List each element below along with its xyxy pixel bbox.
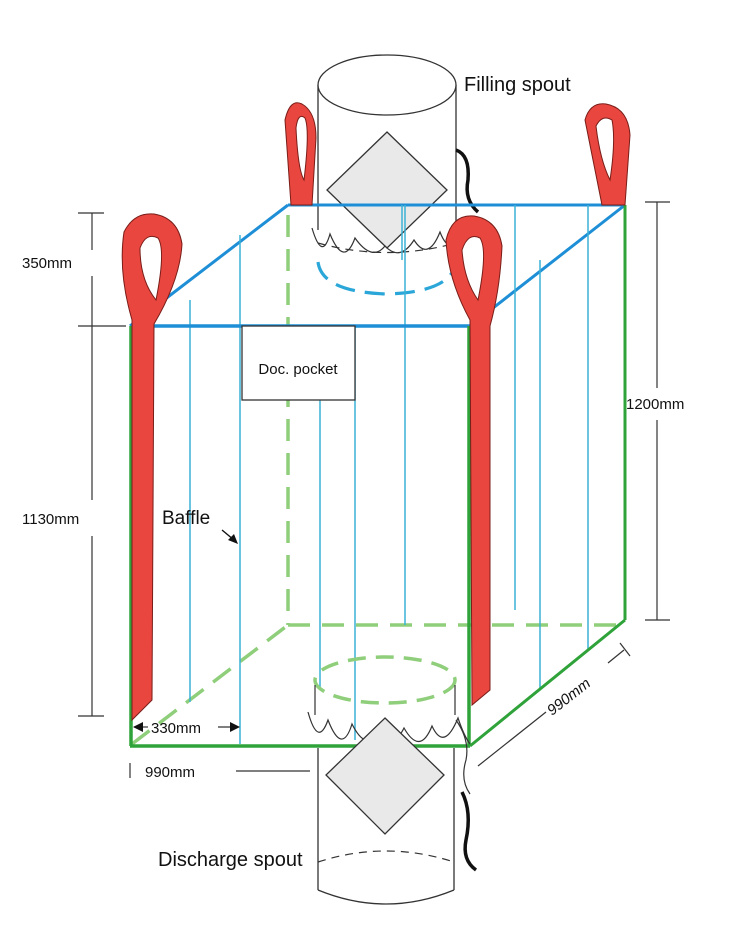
doc-pocket-label: Doc. pocket	[258, 361, 338, 378]
loop-back-left	[284, 102, 317, 206]
discharge-tie-string	[460, 791, 478, 872]
dim-top-height: 350mm	[22, 255, 72, 272]
baffle-label: Baffle	[162, 508, 210, 529]
baffle-arrow	[221, 529, 238, 544]
doc-pocket: Doc. pocket	[241, 325, 356, 401]
dim-width: 990mm	[145, 764, 195, 781]
loop-front-right	[445, 215, 503, 707]
filling-spout-label: Filling spout	[464, 74, 571, 96]
bottom-right-edge	[469, 618, 626, 748]
baffle-seams	[189, 205, 589, 744]
bag-body	[129, 203, 627, 748]
loop-back-right	[584, 103, 631, 206]
discharge-tie-tag	[325, 717, 445, 835]
filling-spout	[311, 54, 480, 296]
spout-tie-string	[455, 148, 480, 214]
loop-front-left	[121, 213, 183, 722]
dim-body-height: 1130mm	[22, 511, 79, 528]
dim-arrow-left	[133, 722, 143, 732]
lifting-loops	[121, 102, 631, 722]
discharge-spout	[307, 655, 478, 905]
top-right-edge	[469, 203, 626, 328]
spout-tie-tag	[326, 131, 448, 249]
dim-total-height: 1200mm	[626, 396, 684, 413]
dimension-lines	[78, 201, 670, 778]
dim-arrow-right	[230, 722, 240, 732]
discharge-spout-label: Discharge spout	[158, 849, 303, 871]
dim-baffle-spacing: 330mm	[151, 720, 201, 737]
